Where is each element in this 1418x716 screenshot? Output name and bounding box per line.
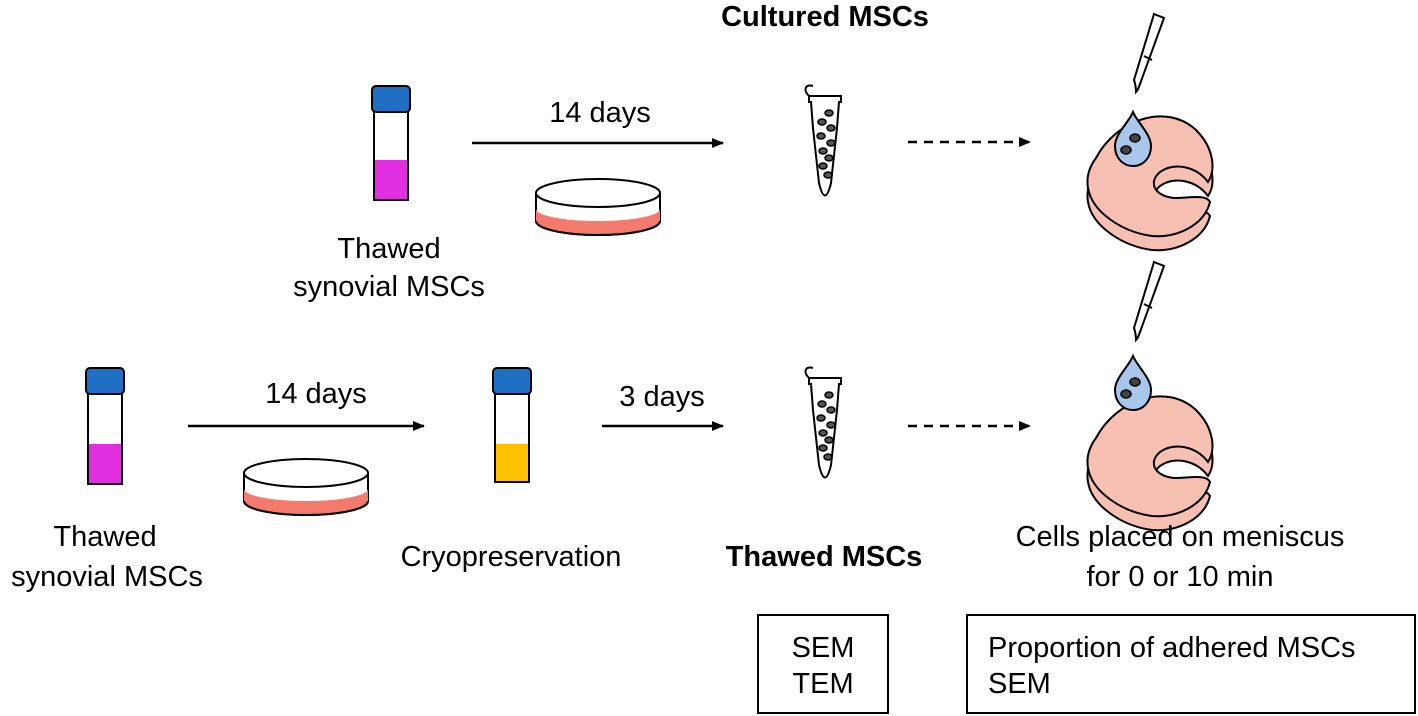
tem-label: TEM xyxy=(792,668,854,700)
microscopy-analysis-box: SEM TEM xyxy=(757,614,889,714)
cryo-vial xyxy=(492,367,532,483)
bottom-vial xyxy=(85,367,125,485)
top-cell-tube xyxy=(804,84,842,197)
thawed-mscs-label: Thawed MSCs xyxy=(725,541,923,573)
bottom-culture-dish xyxy=(243,458,369,516)
cryopreservation-label: Cryopreservation xyxy=(400,541,622,573)
cultured-mscs-heading: Cultured MSCs xyxy=(721,1,929,33)
thaw-step-label: 3 days xyxy=(619,381,705,413)
top-culture-step-label: 14 days xyxy=(549,97,651,129)
top-vial xyxy=(371,85,411,201)
bottom-cell-tube xyxy=(804,366,842,479)
adhesion-analysis-box: Proportion of adhered MSCs SEM xyxy=(966,614,1416,714)
top-culture-dish xyxy=(535,178,661,236)
bottom-meniscus xyxy=(1086,395,1214,532)
top-meniscus xyxy=(1086,115,1214,252)
bottom-start-label-line2: synovial MSCs xyxy=(11,561,203,593)
adhesion-sem-label: SEM xyxy=(988,668,1051,700)
bottom-start-label-line1: Thawed xyxy=(53,521,157,553)
adhered-proportion-label: Proportion of adhered MSCs xyxy=(988,632,1356,664)
top-start-label-line2: synovial MSCs xyxy=(293,271,485,303)
top-pipette xyxy=(1133,13,1165,93)
bottom-culture-step-label: 14 days xyxy=(265,378,367,410)
bottom-cell-droplet xyxy=(1114,355,1152,411)
bottom-pipette xyxy=(1133,261,1165,341)
placement-label-line2: for 0 or 10 min xyxy=(1086,561,1274,593)
sem-label: SEM xyxy=(791,632,855,664)
placement-label-line1: Cells placed on meniscus xyxy=(1015,521,1345,553)
top-start-label-line1: Thawed xyxy=(337,233,441,265)
